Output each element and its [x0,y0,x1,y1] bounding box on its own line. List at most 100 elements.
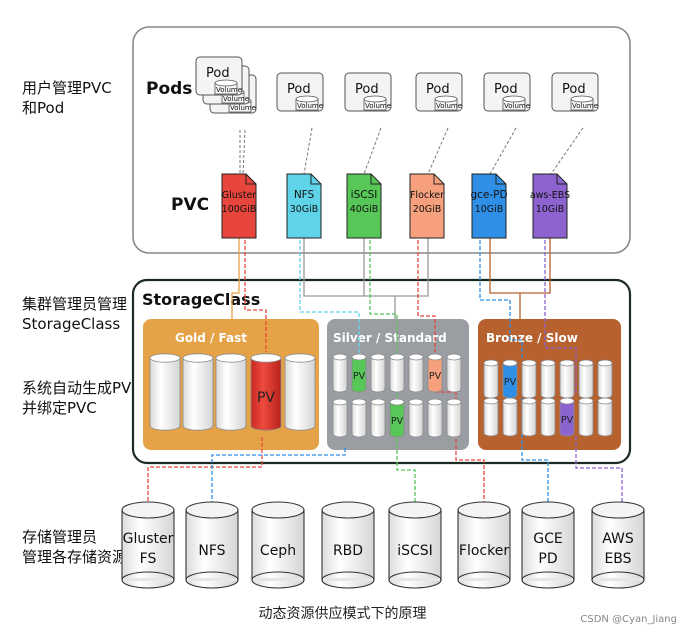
cylinder-top [446,353,462,361]
pv-label: PV [429,371,442,382]
cylinder-fill [598,401,612,432]
volume-label: Volume [223,95,249,103]
storage-body [251,509,305,581]
bronze-cylinder [578,397,594,437]
bronze-cylinder [502,397,518,437]
gold-cylinder [149,353,181,431]
cylinder-top [502,397,518,405]
cylinder-top [182,353,214,363]
diagram-caption: 动态资源供应模式下的原理 [258,606,427,622]
cylinder-fill [484,401,498,432]
pvc-document [221,173,257,239]
storage-name-line2: PD [538,551,557,567]
silver-cylinder [446,398,462,438]
bronze-cylinder [521,359,537,399]
cylinder-fill [522,363,536,394]
cylinder-top [427,353,443,361]
side-label-line: 集群管理员管理 [22,295,128,313]
pvc-document [532,173,568,239]
csdn-watermark: CSDN @Cyan_Jiang [580,614,677,625]
cylinder-top [351,398,367,406]
pod-pvc-link [242,129,246,175]
silver-cylinder [389,353,405,393]
binding-link [369,228,398,398]
pvc-corner [433,174,444,185]
pvc-class-link [303,228,429,297]
cylinder-fill [560,363,574,394]
cylinder-top [250,353,282,363]
cylinder-fill [150,358,180,425]
cylinder-top [559,359,575,367]
pod-label: Pod [562,82,586,97]
silver-cylinder [332,353,348,393]
storage-name: GCE [533,531,562,547]
pvc-title: PVC [171,195,209,215]
cylinder-fill [579,363,593,394]
storage-top [457,501,511,519]
volume-label: Volume [436,102,462,110]
pvc-corner [556,174,567,185]
pv-label: PV [504,377,517,388]
cylinder-top [284,353,316,363]
cylinder-fill [541,363,555,394]
cylinder-top [521,397,537,405]
pvc-name: iSCSI [351,189,378,201]
cylinder-fill [390,357,404,388]
pvc-corner [495,174,506,185]
silver-pv-cylinder: PV [351,353,367,393]
bronze-cylinder [597,359,613,399]
silver-cylinder [370,353,386,393]
cylinder-top [559,397,575,405]
cylinder-fill [541,401,555,432]
pvc-size: 20GiB [413,204,442,215]
cylinder-fill [428,357,442,388]
storage-name: Ceph [260,543,296,559]
storage-name: NFS [198,543,225,559]
pod-pvc-link [489,127,517,175]
storage-top [591,501,645,519]
bronze-cylinder [578,359,594,399]
pods-layer: PodVolumePodVolumePodVolumePodVolumePodV… [195,56,599,114]
cylinder-top [578,397,594,405]
storage-backend-nfs: NFS [185,501,239,589]
bronze-class-label: Bronze / Slow [486,331,578,345]
storage-backend-iscsi: iSCSI [388,501,442,589]
storage-body [121,509,175,581]
pvc-name: gce-PD [470,189,507,201]
pvc-document [346,173,382,239]
storage-top [185,501,239,519]
storage-top [388,501,442,519]
cylinder-fill [251,358,281,425]
side-label-line: 管理各存储资源 [22,548,128,566]
gold-class-label: Gold / Fast [175,331,247,345]
auto-generate-pv-label: 系统自动生成PV 并绑定PVC [22,378,131,418]
bronze-cylinder [559,359,575,399]
storage-fill [390,578,440,581]
binding-link [244,228,267,352]
volume-label: Volume [572,102,598,110]
bronze-cylinder [483,397,499,437]
cylinder-top [540,359,556,367]
cylinder-fill [447,402,461,433]
user-manages-pvc-pod-label: 用户管理PVC 和Pod [22,78,112,118]
cylinder-fill [216,358,246,425]
silver-cylinder [332,398,348,438]
cylinder-fill [183,358,213,425]
cylinder-top [389,398,405,406]
pvc-document [409,173,445,239]
cylinder-fill [371,357,385,388]
binding-link [396,438,416,505]
side-label-line: StorageClass [22,315,121,333]
